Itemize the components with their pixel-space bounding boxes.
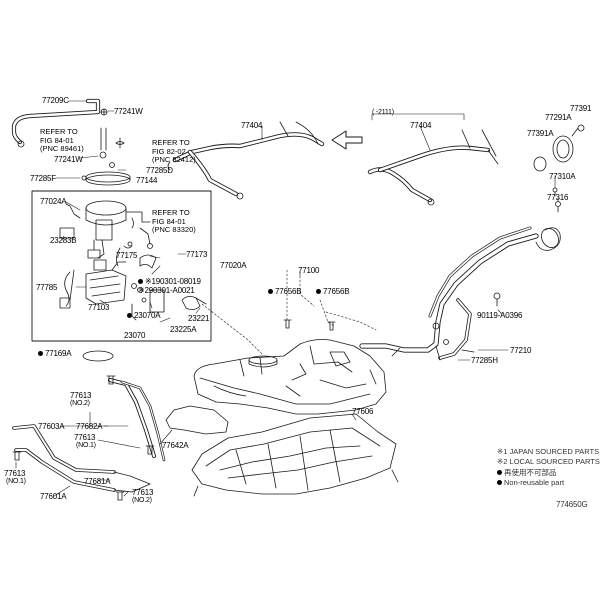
callout-77310a: 77310A: [549, 172, 576, 181]
callout-77613-top-sub: (NO.2): [70, 400, 90, 407]
legend-japan-sourced: ※1 JAPAN SOURCED PARTS: [497, 447, 600, 456]
callout-77391a: 77391A: [527, 129, 554, 138]
callout-77210: 77210: [510, 346, 532, 355]
figure-code: 774650G: [556, 500, 588, 509]
callout-90301-a0021: ※290301-A0021: [138, 286, 195, 295]
vent-tube-77209c: [11, 98, 101, 148]
callout-77291a: 77291A: [545, 113, 572, 122]
callout-77175: 77175: [116, 251, 138, 260]
callout-90301-08019: ※190301-08019: [138, 277, 201, 286]
fuel-sender-77103: [85, 259, 127, 305]
callout-77169a: 77169A: [38, 349, 72, 358]
bolt-77656b-left: [283, 319, 292, 329]
non-reusable-dot-icon: [497, 480, 502, 485]
small-parts-lower: [131, 283, 207, 321]
bolt-77613-left: [12, 451, 22, 461]
callout-77173: 77173: [186, 250, 208, 259]
callout-77682a: 77682A: [76, 422, 103, 431]
protector-77642a: [165, 405, 229, 435]
callout-77606: 77606: [352, 407, 374, 416]
pump-module-box: [31, 190, 212, 342]
callout-23221: 23221: [188, 314, 210, 323]
callout-77404-right: 77404: [410, 121, 432, 130]
callout-77642a: 77642A: [162, 441, 189, 450]
direction-arrow: [331, 130, 363, 150]
bolt-77613-top: [106, 375, 116, 385]
callout-77613-bot: 77613: [132, 488, 154, 497]
callout-77656b-right: 77656B: [316, 287, 350, 296]
clamp-77241w-top: [100, 108, 108, 116]
callout-77024a: 77024A: [40, 197, 67, 206]
bolt-77613-bot: [115, 491, 125, 501]
fuel-cap-parts: [533, 124, 585, 172]
callout-77613-left-sub: (NO.1): [6, 478, 26, 485]
harness-77785: [59, 269, 75, 309]
callout-77601a: 77601A: [40, 492, 67, 501]
callout-77241w-mid: 77241W: [54, 155, 83, 164]
callout-77103: 77103: [88, 303, 110, 312]
refer-note-89461: REFER TO FIG 84-01 (PNC 89461): [40, 127, 84, 153]
callout-77020a: 77020A: [220, 261, 247, 270]
bolt-77613-mid: [145, 445, 155, 455]
callout-23283b: 23283B: [50, 236, 77, 245]
callout-77285h: 77285H: [471, 356, 498, 365]
callout-77603a: 77603A: [38, 422, 65, 431]
callout-77613-top: 77613: [70, 391, 92, 400]
float-77175: [139, 254, 157, 269]
fuel-pump-assembly: [59, 200, 153, 267]
callout-90119-a0396: 90119-A0396: [477, 311, 523, 320]
legend-local-sourced: ※2 LOCAL SOURCED PARTS: [497, 457, 600, 466]
callout-77144: 77144: [136, 176, 158, 185]
callout-77613-mid-sub: (NO.1): [76, 442, 96, 449]
callout-77209c: 77209C: [42, 96, 69, 105]
callout-23225a: 23225A: [170, 325, 197, 334]
refer-note-83320: REFER TO FIG 84-01 (PNC 83320): [152, 208, 196, 234]
callout-77285d: 77285D: [146, 166, 173, 175]
bolt-77656b-right: [327, 321, 336, 331]
callout-23070: 23070: [124, 331, 146, 340]
callout-77613-mid: 77613: [74, 433, 96, 442]
pump-top-parts: [81, 127, 131, 186]
tank-band-77601a: [12, 424, 151, 493]
callout-77681a: 77681A: [84, 477, 111, 486]
legend-non-reusable: Non-reusable part: [497, 478, 564, 488]
tank-band-77603a: [108, 378, 166, 462]
callout-2111: ( -2111): [372, 109, 394, 116]
callout-77316: 77316: [547, 193, 569, 202]
gasket-77169a: [82, 350, 114, 362]
callout-77285f: 77285F: [30, 174, 56, 183]
non-reusable-dot-icon: [497, 470, 502, 475]
callout-77613-left: 77613: [4, 469, 26, 478]
bracket-2111: [371, 113, 465, 121]
leader-lines: [201, 269, 377, 355]
refer-note-82412: REFER TO FIG 82-02 (PNC 82412): [152, 138, 196, 164]
filler-cap-77310a: [552, 187, 561, 213]
callout-77656b-left: 77656B: [268, 287, 302, 296]
callout-77404-left: 77404: [241, 121, 263, 130]
filler-pipe-77404-right: [367, 129, 499, 206]
callout-77613-bot-sub: (NO.2): [132, 497, 152, 504]
inlet-pipe-assembly: [359, 226, 561, 361]
callout-77391: 77391: [570, 104, 592, 113]
tank-protector-77606: [191, 413, 399, 497]
callout-77785: 77785: [36, 283, 58, 292]
callout-23070a: 23070A: [127, 311, 161, 320]
filler-pipe-77404-left: [167, 121, 325, 200]
callout-leaders: [15, 100, 559, 497]
callout-77100: 77100: [298, 266, 320, 275]
callout-77241w-top: 77241W: [114, 107, 143, 116]
fuel-tank-77100: [193, 339, 387, 415]
legend-non-reusable-jp: 再使用不可部品: [497, 468, 557, 478]
